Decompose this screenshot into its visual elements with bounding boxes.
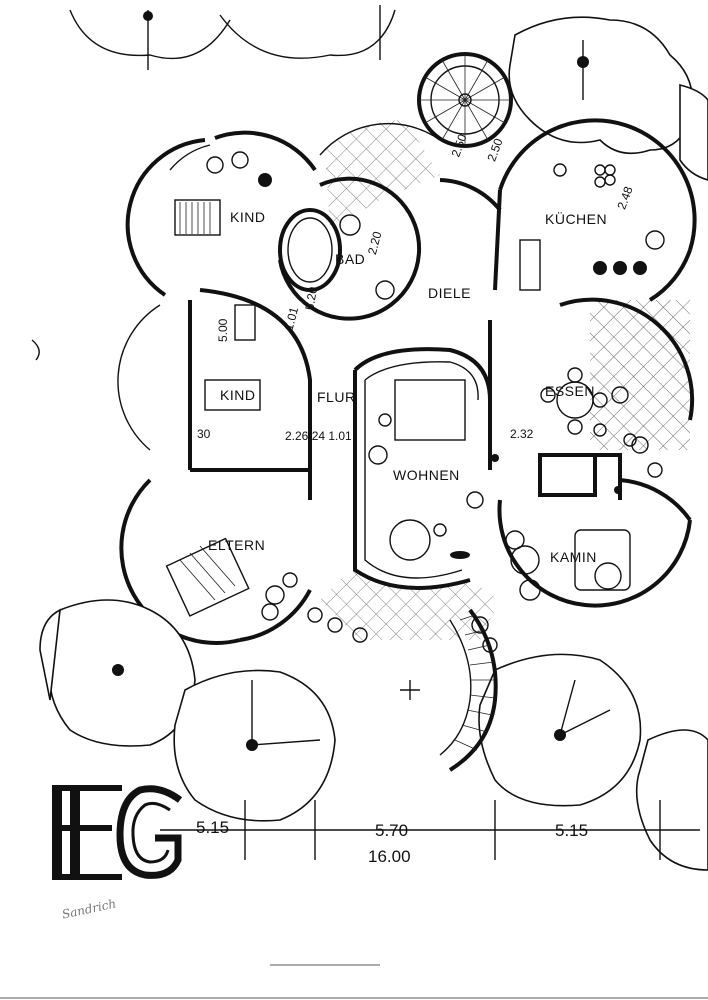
room-label-kuchen: KÜCHEN: [545, 210, 607, 227]
dimension-right: 5.15: [555, 821, 588, 840]
signature-scribble: Sandrich: [61, 897, 118, 922]
room-label-wohnen: WOHNEN: [393, 467, 460, 483]
dimension-lines: [0, 680, 708, 999]
living-hatch: [320, 570, 500, 640]
trees-bottom: [39, 599, 708, 871]
room-label-flur: FLUR: [317, 389, 356, 405]
dimension-bad-b: 5.20: [302, 285, 320, 311]
dimension-kuchen: 2.48: [614, 184, 635, 211]
room-label-essen: ESSEN: [545, 383, 595, 399]
top-edge-sketch: [69, 5, 396, 70]
room-label-diele: DIELE: [428, 285, 471, 301]
room-label-kamin: KAMIN: [550, 549, 597, 565]
dimension-hall-row: 2.26 24 1.01: [285, 429, 352, 443]
terrace-hatch-east: [590, 300, 690, 450]
room-walls: [117, 118, 697, 645]
furniture-details: [165, 151, 665, 621]
dimension-bad-a: 2.20: [365, 230, 385, 256]
garden-spiral-stair: [439, 608, 498, 772]
dimension-stair-a: 2.50: [449, 132, 470, 159]
room-label-bad: BAD: [335, 251, 365, 267]
room-label-eltern: ELTERN: [208, 537, 265, 553]
room-label-kind-top: KIND: [230, 209, 265, 225]
spiral-stair-top: [417, 52, 513, 148]
shrubs: [307, 436, 663, 653]
eg-floor-title: [52, 785, 183, 880]
dimension-kind-small: 30: [197, 427, 211, 441]
dimension-essen: 2.32: [510, 427, 534, 441]
tree-top-right: [508, 16, 694, 155]
dimension-wall-a: 5.00: [216, 318, 230, 342]
tree-right-edge: [679, 83, 708, 181]
dimension-total: 16.00: [368, 847, 411, 866]
hall-hatch: [325, 120, 440, 230]
room-label-kind-mid: KIND: [220, 387, 255, 403]
dimension-center: 5.70: [375, 821, 408, 840]
dimension-left: 5.15: [196, 818, 229, 837]
left-margin-mark: [31, 339, 40, 361]
dimension-bad-c: 1.01: [282, 305, 302, 331]
